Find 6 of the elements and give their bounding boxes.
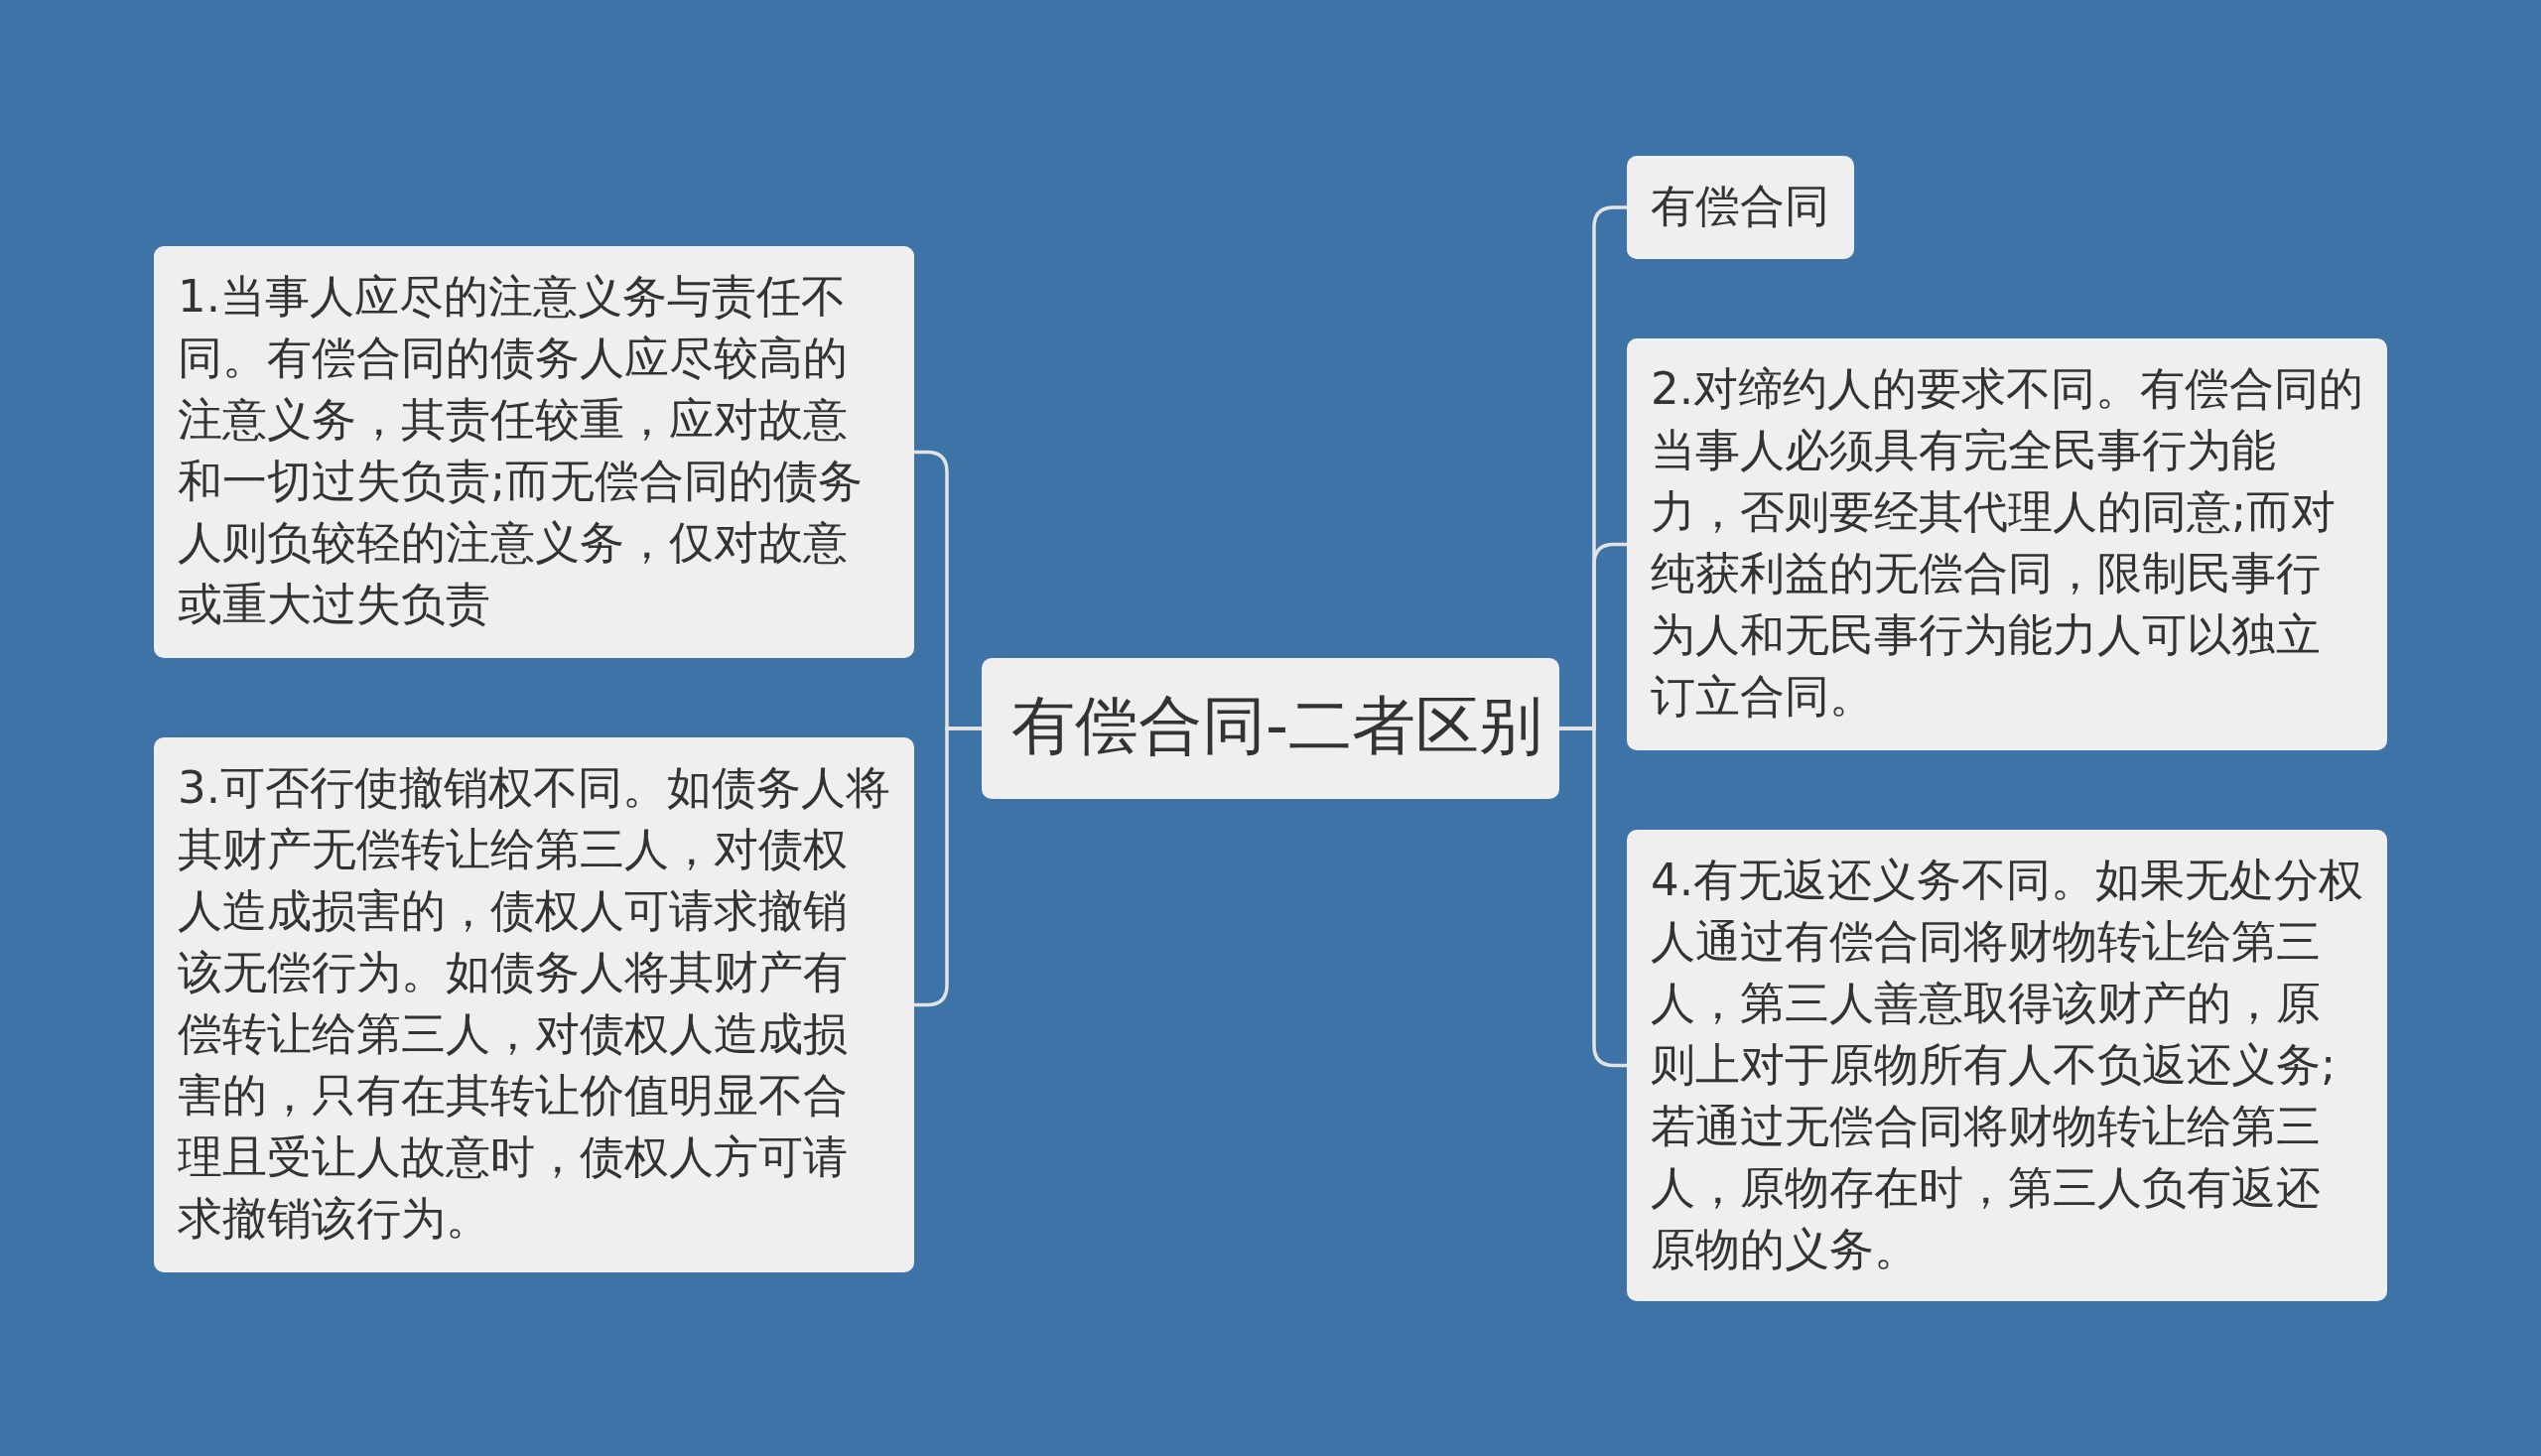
topic-box: 1.当事人应尽的注意义务与责任不同。有偿合同的债务人应尽较高的注意义务，其责任较重，应对故意和一切过失负责;而无偿合同的债务人则负较轻的注意义务，仅对故意或重大过失负责: [154, 246, 914, 658]
topic-box: 3.可否行使撤销权不同。如债务人将其财产无偿转让给第三人，对债权人造成损害的，债权人可请求撤销该无偿行为。如债务人将其财产有偿转让给第三人，对债权人造成损害的，只有在其转让价值明显不合理且受让人故意时，债权人方可请求撤销该行为。: [154, 737, 914, 1272]
central-topic-box: 有偿合同-二者区别: [982, 658, 1559, 799]
topic-box: 有偿合同: [1627, 156, 1854, 259]
topic-box: 4.有无返还义务不同。如果无处分权人通过有偿合同将财物转让给第三人，第三人善意取得该财产的，原则上对于原物所有人不负返还义务;若通过无偿合同将财物转让给第三人，原物存在时，第三人负有返还原物的义务。: [1627, 830, 2387, 1301]
topic-box: 2.对缔约人的要求不同。有偿合同的当事人必须具有完全民事行为能力，否则要经其代理人的同意;而对纯获利益的无偿合同，限制民事行为人和无民事行为能力人可以独立订立合同。: [1627, 338, 2387, 750]
